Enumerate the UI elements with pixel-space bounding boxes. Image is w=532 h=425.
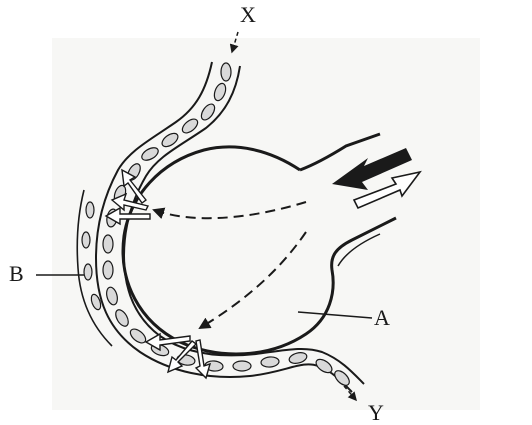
label-b: B	[9, 263, 24, 285]
label-a: A	[374, 307, 390, 329]
label-x: X	[240, 4, 256, 26]
label-y: Y	[368, 402, 384, 424]
paper-background	[52, 38, 480, 410]
